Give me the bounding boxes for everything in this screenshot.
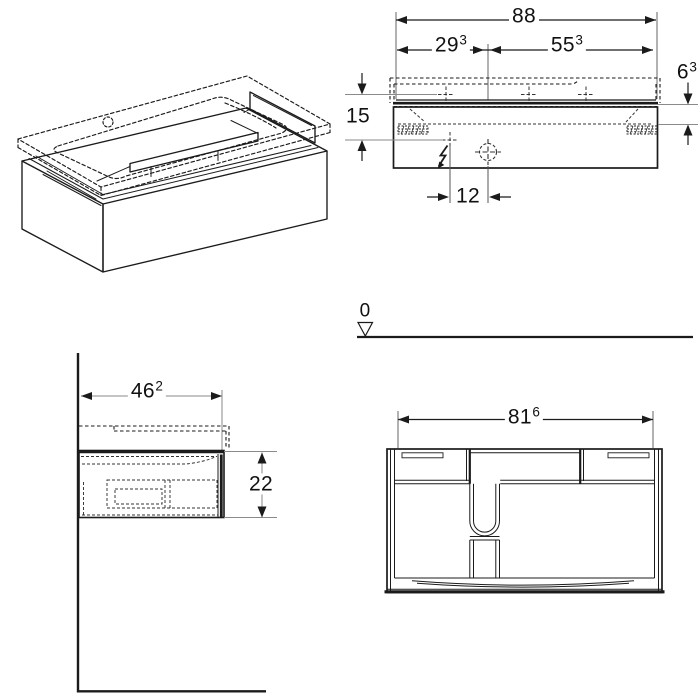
dim-offset-12 (427, 193, 511, 201)
top-compartments (401, 449, 650, 484)
hidden-interior-lines (398, 108, 653, 125)
electrical-connection (437, 144, 451, 203)
isometric-view (17, 75, 331, 273)
drawer-bottom-curve (416, 582, 630, 588)
carcass-outline (386, 448, 663, 594)
iso-washbasin-hidden (17, 75, 331, 197)
iso-mounting-rail (96, 91, 316, 182)
wall-bracket-icon (626, 125, 658, 135)
dim-height-15 (357, 73, 367, 161)
reference-lines (345, 94, 698, 141)
dim-top-height-label: 63 (673, 60, 700, 83)
side-view (76, 353, 277, 693)
side-washbasin-hidden (79, 425, 230, 449)
wall-bracket-icon (397, 125, 429, 135)
front-view-top (345, 12, 698, 203)
datum-zero-label: 0 (357, 300, 373, 322)
cabinet-body-outline (392, 106, 659, 169)
mounting-point-icons (438, 86, 594, 148)
dim-inner-width-label: 816 (504, 405, 544, 428)
datum-line (356, 321, 693, 339)
tap-hole-icon (102, 116, 114, 128)
dim-total-width-label: 88 (509, 5, 539, 27)
side-panel-lines (390, 449, 659, 592)
water-connection-icon (475, 139, 501, 203)
side-drawer-hidden (81, 456, 218, 516)
siphon-cutout (469, 483, 500, 578)
datum-triangle-icon (356, 321, 374, 338)
drawer-bottom-curve (411, 580, 635, 586)
dim-right-width-label: 553 (547, 33, 587, 56)
dim-left-width-label: 293 (431, 33, 471, 56)
iso-cabinet-body (21, 107, 328, 273)
dim-depth-label: 462 (127, 379, 167, 402)
side-cabinet-outline (78, 449, 225, 519)
lightning-bolt-tip (437, 161, 445, 169)
dim-offset-label: 12 (453, 185, 483, 207)
carcass-bottom (384, 577, 665, 594)
dim-height-63 (683, 82, 693, 145)
handle-groove (401, 452, 444, 459)
shelf-lines (394, 479, 655, 485)
dim-side-height-label: 15 (343, 105, 373, 127)
front-view-bottom (384, 411, 665, 594)
handle-groove (607, 452, 650, 459)
lightning-bolt-icon (438, 144, 449, 167)
cabinet-top-plate (393, 99, 658, 105)
dim-cab-height-label: 22 (246, 473, 276, 495)
